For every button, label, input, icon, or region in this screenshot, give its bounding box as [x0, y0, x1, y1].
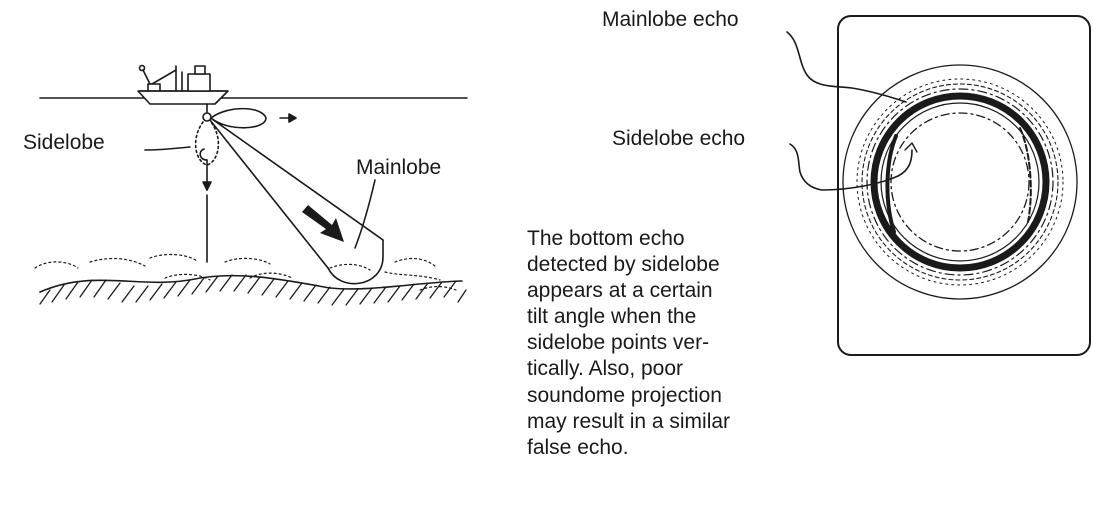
transducer-icon — [203, 104, 211, 121]
explanation-line: tilt angle when the — [527, 304, 807, 330]
explanation-line: tically. Also, poor — [527, 356, 807, 382]
mainlobe-label: Mainlobe — [356, 157, 441, 178]
explanation-line: sidelobe points ver- — [527, 330, 807, 356]
explanation-line: may result in a similar — [527, 409, 807, 435]
sidelobe-label: Sidelobe — [23, 132, 105, 153]
explanation-line: appears at a certain — [527, 278, 807, 304]
mainlobe-echo-ring — [874, 96, 1046, 268]
mainlobe-echo-leader-line — [787, 32, 906, 102]
explanation-text: The bottom echo detected by sidelobe app… — [527, 226, 807, 461]
explanation-line: detected by sidelobe — [527, 252, 807, 278]
explanation-line: false echo. — [527, 435, 807, 461]
sea-bottom — [35, 255, 466, 305]
sidelobe-echo-ring — [891, 113, 1029, 251]
mainlobe-echo-label: Mainlobe echo — [602, 9, 739, 30]
sidelobe-echo-label: Sidelobe echo — [612, 128, 745, 149]
mainlobe-direction-arrow — [302, 205, 344, 242]
explanation-line: The bottom echo — [527, 226, 807, 252]
sidelobe-beam — [196, 122, 219, 262]
mainlobe-leader-line — [355, 180, 375, 248]
search-beam-lobe — [211, 109, 296, 128]
sidelobe-echo-leader-line — [790, 144, 912, 190]
explanation-line: soundome projection — [527, 383, 807, 409]
sidelobe-leader-line — [145, 147, 190, 150]
boat-icon — [138, 66, 228, 105]
